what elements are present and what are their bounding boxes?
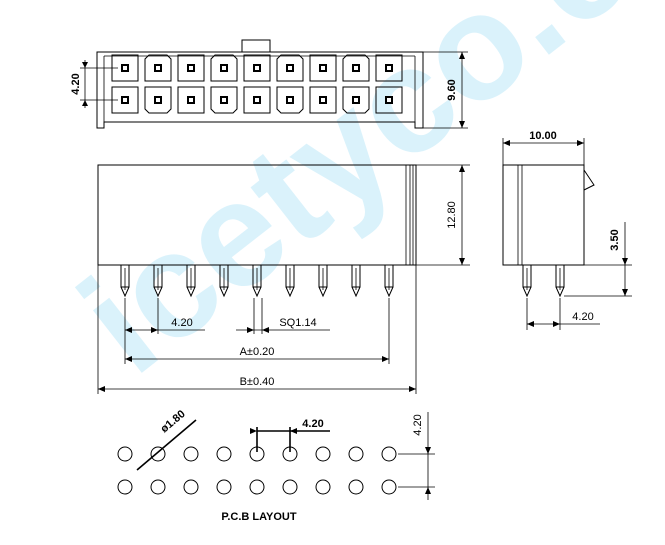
side-view-body (502, 164, 585, 266)
cavity (210, 86, 238, 114)
pin (351, 264, 361, 298)
pcb-hole (216, 446, 232, 462)
dim-pcb-pitch-v: 4.20 (412, 414, 424, 435)
pcb-layout: ø1.80 4.20 4.20 P.C.B LAYOUT (117, 408, 435, 523)
pin (219, 264, 229, 298)
pin (384, 264, 394, 298)
side-view: 10.00 3.50 4.20 (502, 130, 632, 330)
cavity (309, 54, 337, 82)
cavity (375, 54, 403, 82)
pcb-hole (216, 479, 232, 495)
cavity (243, 54, 271, 82)
pcb-hole (183, 446, 199, 462)
cavity (144, 86, 172, 114)
pin (285, 264, 295, 298)
dim-height-top: 9.60 (446, 79, 458, 100)
pcb-hole (150, 479, 166, 495)
pcb-hole (150, 446, 166, 462)
pin (186, 264, 196, 298)
dim-a: A±0.20 (240, 346, 275, 358)
pcb-hole (315, 446, 331, 462)
top-view-cavities (111, 54, 403, 114)
pin (252, 264, 262, 298)
pcb-hole (348, 446, 364, 462)
dim-pitch-side: 4.20 (572, 311, 593, 323)
cavity (375, 86, 403, 114)
pcb-layout-label: P.C.B LAYOUT (221, 511, 296, 523)
dim-height-front: 12.80 (446, 201, 458, 229)
pcb-hole (381, 446, 397, 462)
pcb-hole (348, 479, 364, 495)
pcb-hole (183, 479, 199, 495)
cavity (342, 54, 370, 82)
cavity (144, 54, 172, 82)
dim-pitch-top: 4.20 (70, 73, 82, 94)
dim-b: B±0.40 (240, 376, 275, 388)
pcb-hole (315, 479, 331, 495)
dim-width-side: 10.00 (529, 130, 557, 142)
dim-pin-side: 3.50 (609, 229, 621, 250)
hole-diameter-leader (136, 419, 197, 471)
watermark-text: icetyco.com (50, 0, 665, 405)
pcb-hole (282, 479, 298, 495)
cavity (111, 86, 139, 114)
cavity (111, 54, 139, 82)
cavity (177, 54, 205, 82)
pcb-hole (117, 446, 133, 462)
cavity (276, 86, 304, 114)
cavity (243, 86, 271, 114)
dim-pitch-front: 4.20 (171, 317, 192, 329)
pcb-holes (117, 446, 397, 495)
cavity (309, 86, 337, 114)
dim-pcb-pitch-h: 4.20 (302, 418, 323, 430)
dim-pin-square: SQ1.14 (279, 317, 316, 329)
cavity (342, 86, 370, 114)
cavity (276, 54, 304, 82)
top-view: 4.20 9.60 (70, 39, 468, 129)
side-view-pins (522, 264, 565, 298)
pin (120, 264, 130, 298)
pin (153, 264, 163, 298)
watermark: icetyco.com (50, 0, 665, 405)
latch-tab (241, 39, 271, 53)
pcb-hole (381, 479, 397, 495)
front-view-pins (120, 264, 394, 298)
cavity (210, 54, 238, 82)
front-view: 12.80 4.20 SQ1.14 A±0.20 B±0.40 (97, 164, 470, 394)
pin (318, 264, 328, 298)
pcb-hole (117, 479, 133, 495)
pcb-hole (249, 479, 265, 495)
cavity (177, 86, 205, 114)
side-view-latch (583, 169, 595, 191)
